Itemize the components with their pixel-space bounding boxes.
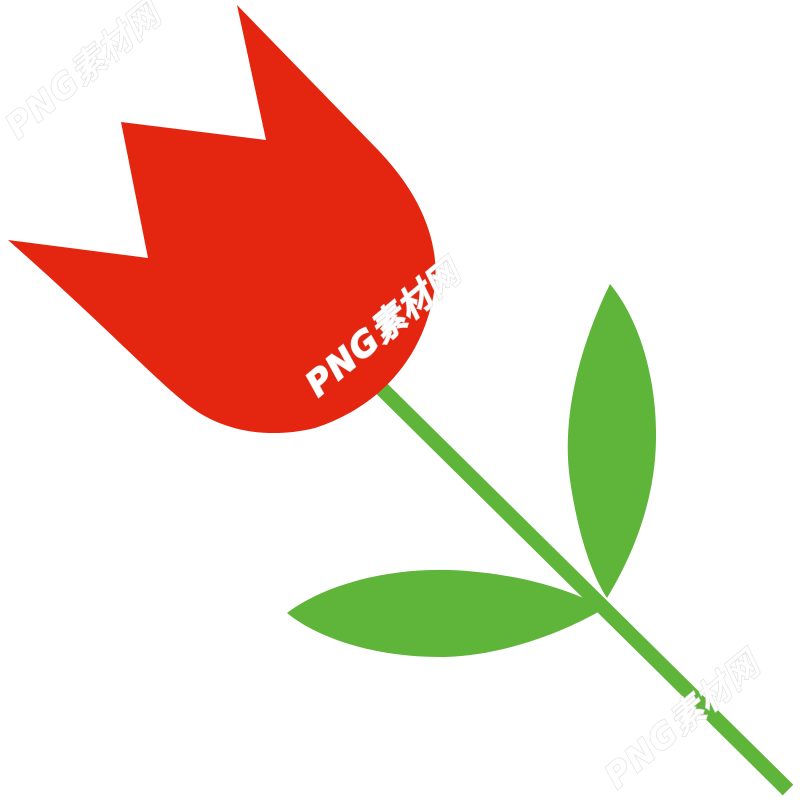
tulip-flower-head bbox=[8, 5, 436, 434]
watermark-text-top-left: PNG素材网 bbox=[0, 0, 172, 147]
tulip-leaf-upper bbox=[567, 284, 657, 598]
tulip-stem bbox=[372, 379, 794, 796]
watermark-text-bottom-right: PNG素材网 bbox=[597, 642, 771, 797]
tulip-leaf-lower bbox=[287, 569, 605, 658]
